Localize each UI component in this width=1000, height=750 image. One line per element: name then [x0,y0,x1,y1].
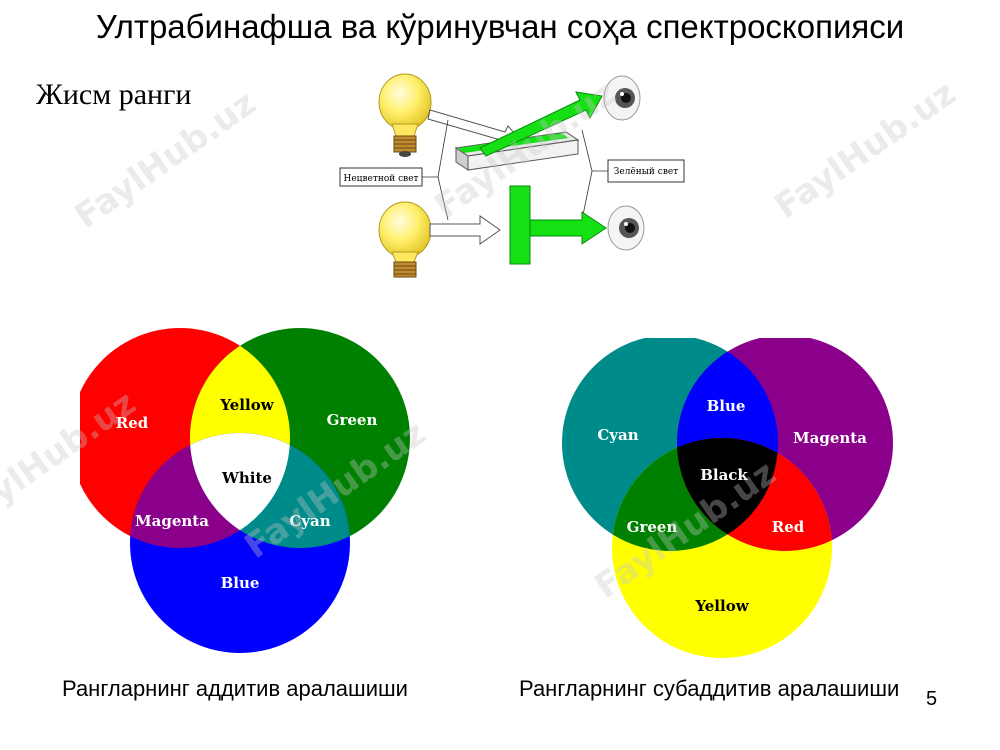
magenta-label: Magenta [135,512,209,530]
white-label: White [221,469,272,487]
eye-icon [603,75,641,121]
blue-label: Blue [221,574,260,592]
magenta-label: Magenta [793,429,867,447]
green-label: Green [327,411,378,429]
colorless-light-label: Нецветной свет [343,174,418,184]
green-label: Green [627,518,678,536]
cyan-label: Cyan [289,512,330,530]
subtractive-venn-diagram: Cyan Magenta Blue Black Green Red Yellow [562,338,893,658]
black-label: Black [700,466,748,484]
yellow-label: Yellow [694,597,749,615]
green-light-label: Зелёный свет [614,167,678,177]
additive-caption: Рангларнинг аддитив аралашиши [62,676,408,701]
light-bulb-icon [378,73,432,157]
watermark: FaylHub.uz [767,73,964,227]
yellow-label: Yellow [219,396,274,414]
object-color-diagram: Нецветной свет Зелёный свет [339,73,685,278]
cyan-label: Cyan [597,426,638,444]
page-number: 5 [926,688,938,710]
subtractive-caption: Рангларнинг субаддитив аралашиши [519,676,900,701]
red-label: Red [772,518,805,536]
eye-icon [607,205,645,251]
red-label: Red [116,414,149,432]
light-bulb-icon [378,201,432,278]
slide-title: Ултрабинафша ва кўринувчан соҳа спектрос… [95,8,905,45]
slide-subtitle: Жисм ранги [36,78,192,111]
additive-venn-diagram: Red Green Yellow White Magenta Cyan Blue [80,328,410,653]
blue-label: Blue [707,397,746,415]
green-filter [509,185,531,265]
